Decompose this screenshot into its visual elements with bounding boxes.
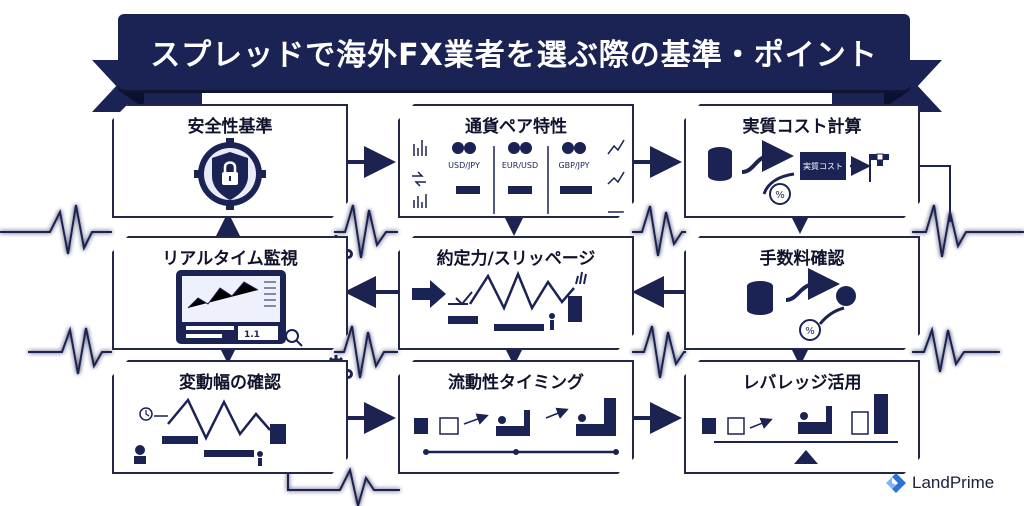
volatility-illustration (124, 394, 344, 474)
box-safety: 安全性基準 (112, 104, 348, 218)
pair-gbpjpy: GBP/JPY (558, 161, 589, 170)
box-execution: 約定力/スリッページ (398, 236, 634, 350)
pair-eurusd: EUR/USD (502, 161, 538, 170)
box-title: 約定力/スリッページ (436, 249, 596, 269)
title-banner: スプレッドで海外FX業者を選ぶ際の基準・ポイント (118, 14, 910, 90)
shield-gear-icon (190, 138, 270, 208)
box-title: 変動幅の確認 (179, 373, 281, 393)
cost-label: 実質コスト (803, 161, 843, 171)
box-title: 実質コスト計算 (742, 117, 862, 137)
box-title: 通貨ペア特性 (465, 117, 567, 137)
percent-icon: % (805, 326, 815, 337)
box-title: リアルタイム監視 (162, 249, 298, 269)
box-cost: 実質コスト計算 実質コスト % (684, 104, 920, 218)
box-realtime: リアルタイム監視 1.1 (112, 236, 348, 350)
page-title: スプレッドで海外FX業者を選ぶ際の基準・ポイント (150, 38, 878, 73)
brand-logo: LandPrime (886, 473, 994, 493)
box-liquidity: 流動性タイミング (398, 360, 634, 474)
liquidity-illustration (406, 394, 630, 474)
box-fee: 手数料確認 % (684, 236, 920, 350)
box-leverage: レバレッジ活用 (684, 360, 920, 474)
landprime-logo-icon (886, 473, 906, 493)
spread-value: 1.1 (244, 330, 260, 340)
box-title: レバレッジ活用 (742, 373, 862, 393)
percent-icon: % (775, 190, 785, 201)
leverage-illustration (694, 394, 914, 474)
cost-calc-illustration: 実質コスト % (694, 138, 914, 214)
fee-illustration: % (736, 270, 936, 350)
currency-pairs-illustration: USD/JPY EUR/USD GBP/JPY (408, 136, 628, 216)
brand-name: LandPrime (912, 473, 995, 492)
box-title: 流動性タイミング (448, 373, 584, 393)
monitor-illustration: 1.1 (174, 268, 374, 346)
pair-usdjpy: USD/JPY (448, 161, 480, 170)
box-currency: 通貨ペア特性 USD/JPY EUR/USD GBP/JPY (398, 104, 634, 218)
box-title: 安全性基準 (187, 117, 273, 137)
box-title: 手数料確認 (759, 249, 845, 269)
box-volatility: 変動幅の確認 (112, 360, 348, 474)
slippage-chart-illustration (408, 268, 628, 348)
